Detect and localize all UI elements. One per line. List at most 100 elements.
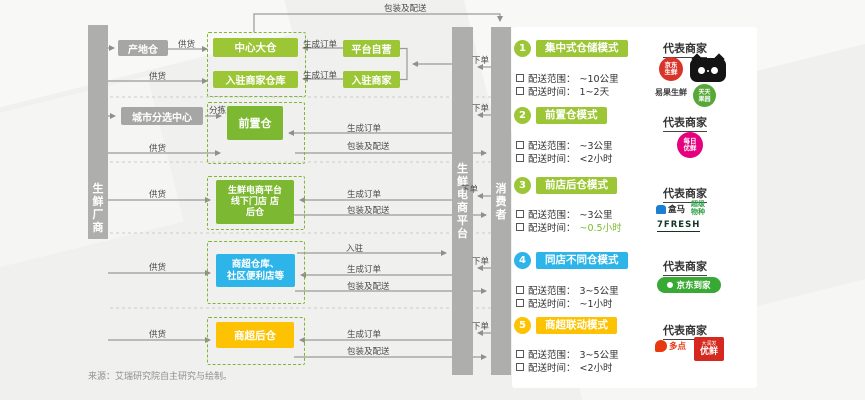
mode-1-time-label: 配送时间：	[528, 87, 576, 98]
jd-daojia-dot	[667, 282, 674, 288]
logo-tmall-cat-icon	[690, 53, 726, 82]
arrow-label-generate-order: 生成订单	[347, 190, 382, 200]
checkbox-icon	[516, 286, 524, 294]
mode-4-time-label: 配送时间：	[528, 299, 576, 310]
arrow-label-supply: 供货	[149, 72, 167, 82]
box-city-sorting-center: 城市分选中心	[121, 107, 203, 125]
checkbox-icon	[516, 141, 524, 149]
logo-hema: 盒马	[656, 203, 685, 215]
mode-4-title: 同店不同仓模式	[536, 252, 628, 269]
arrow-label-place-order: 下单	[472, 56, 490, 66]
mode-4-range-label: 配送范围：	[528, 286, 576, 297]
merchants-title-2: 代表商家	[663, 114, 707, 132]
mode-2-range-value: ~3公里	[579, 141, 613, 152]
arrow-label-generate-order: 生成订单	[303, 40, 338, 50]
arrow-label-generate-order: 生成订单	[347, 124, 382, 134]
arrow-label-pack-deliver: 包装及配送	[347, 282, 390, 292]
mode-3-time-label: 配送时间：	[528, 223, 576, 234]
logo-missfresh-icon: 每日 优鲜	[677, 132, 703, 158]
box-central-warehouse: 中心大仓	[213, 38, 298, 57]
dmall-drop-icon	[655, 340, 667, 352]
mode-1-time-value: 1~2天	[579, 87, 610, 98]
mode-4-range-value: 3~5公里	[579, 286, 619, 297]
box-platform-self: 平台自营	[343, 40, 400, 57]
mode-5-title: 商超联动模式	[536, 317, 617, 334]
mode-2-time-value: <2小时	[579, 154, 613, 165]
checkbox-icon	[516, 299, 524, 307]
logo-dmall: 多点	[655, 340, 686, 352]
arrow-label-place-order: 下单	[472, 104, 490, 114]
tmall-cat-eye	[698, 67, 705, 74]
mode-4-same-store-diff-warehouse: 4 同店不同仓模式 配送范围：3~5公里 配送时间：~1小时	[512, 252, 757, 314]
arrow-label-pack-deliver: 包装及配送	[347, 347, 390, 357]
supplier-bar-label: 生 鲜 厂 商	[92, 182, 104, 234]
checkbox-icon	[516, 350, 524, 358]
mode-5-supermarket-linkage: 5 商超联动模式 配送范围：3~5公里 配送时间：<2小时	[512, 317, 757, 379]
checkbox-icon	[516, 223, 524, 231]
checkbox-icon	[516, 154, 524, 162]
logo-rt-mart-icon: 大润发 优鲜	[694, 337, 724, 361]
mode-3-range-value: ~3公里	[579, 210, 613, 221]
arrow-label-supply: 供货	[149, 144, 167, 154]
box-merchant: 入驻商家	[343, 71, 400, 88]
mode-2-front-warehouse: 2 前置仓模式 配送范围：~3公里 配送时间：<2小时	[512, 107, 757, 169]
mode-2-range-label: 配送范围：	[528, 141, 576, 152]
logo-jd-fresh-icon: 京东 生鲜	[659, 57, 683, 81]
arrow-label-supply: 供货	[149, 263, 167, 273]
arrow-label-place-order: 下单	[472, 257, 490, 267]
arrow-label-sorting: 分拣	[209, 106, 227, 116]
logo-super-species: 超级 物种	[691, 200, 705, 216]
mode-3-number-badge: 3	[514, 177, 531, 194]
arrow-label-generate-order: 生成订单	[303, 71, 338, 81]
checkbox-icon	[516, 74, 524, 82]
arrow-label-supply: 供货	[149, 330, 167, 340]
arrow-label-place-order: 下单	[472, 322, 490, 332]
arrow-label-onboard: 入驻	[346, 244, 364, 254]
mode-5-time-value: <2小时	[579, 363, 613, 374]
tmall-cat-nose	[707, 70, 709, 72]
mode-5-range-label: 配送范围：	[528, 350, 576, 361]
supplier-bar: 生 鲜 厂 商	[88, 25, 108, 239]
arrow-label-supply: 供货	[178, 40, 196, 50]
mode-3-store-back-warehouse: 3 前店后仓模式 配送范围：~3公里 配送时间：~0.5小时	[512, 177, 757, 239]
consumer-bar: 消 费 者	[491, 27, 511, 375]
logo-jd-daojia-icon: 京东到家	[657, 277, 721, 293]
mode-3-range-label: 配送范围：	[528, 210, 576, 221]
box-supermarket-back-warehouse: 商超后仓	[216, 322, 294, 348]
arrow-label-generate-order: 生成订单	[347, 265, 382, 275]
hema-hippo-icon	[656, 204, 666, 214]
mode-3-time-value: ~0.5小时	[579, 223, 622, 234]
merchants-title-5: 代表商家	[663, 322, 707, 340]
box-front-warehouse: 前置仓	[227, 106, 283, 140]
group-front-warehouse	[207, 102, 305, 164]
merchants-title-4: 代表商家	[663, 258, 707, 276]
logo-fruitday-icon: 天天 果园	[693, 84, 716, 107]
mode-5-range-value: 3~5公里	[579, 350, 619, 361]
mode-2-title: 前置仓模式	[536, 107, 607, 124]
mode-4-number-badge: 4	[514, 252, 531, 269]
mode-2-number-badge: 2	[514, 107, 531, 124]
logo-yiguo: 易果生鲜	[655, 88, 687, 97]
arrow-label-pack-deliver: 包装及配送	[384, 4, 427, 14]
arrow-label-generate-order: 生成订单	[347, 330, 382, 340]
checkbox-icon	[516, 87, 524, 95]
arrow-label-pack-deliver: 包装及配送	[347, 206, 390, 216]
group-central-warehouses	[207, 32, 306, 97]
box-origin-warehouse: 产地仓	[118, 40, 168, 56]
arrow-label-supply: 供货	[149, 190, 167, 200]
arrow-label-place-order: 下单	[461, 185, 479, 195]
mode-1-number-badge: 1	[514, 40, 531, 57]
mode-1-range-value: ~10公里	[579, 74, 619, 85]
group-store-back-warehouse	[207, 176, 305, 230]
mode-1-centralized-warehouse: 1 集中式仓储模式 配送范围：~10公里 配送时间：1~2天	[512, 40, 757, 102]
checkbox-icon	[516, 363, 524, 371]
mode-2-time-label: 配送时间：	[528, 154, 576, 165]
platform-bar-label: 生 鲜 电 商 平 台	[457, 162, 468, 240]
mode-1-title: 集中式仓储模式	[536, 40, 628, 57]
arrow-label-pack-deliver: 包装及配送	[347, 142, 390, 152]
checkbox-icon	[516, 210, 524, 218]
consumer-bar-label: 消 费 者	[495, 181, 507, 221]
box-supermarket-warehouse: 商超仓库、 社区便利店等	[216, 254, 295, 287]
